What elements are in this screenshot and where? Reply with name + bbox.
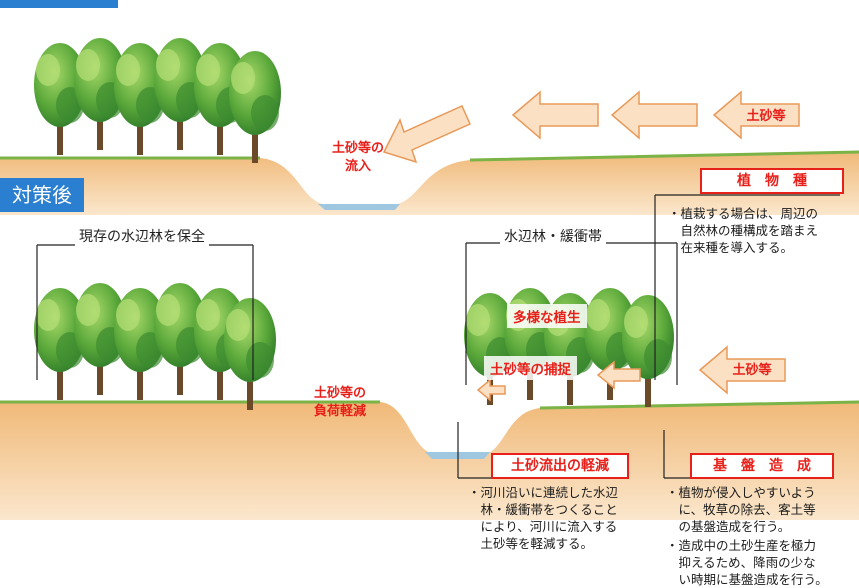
foundation-note-1: ・植物が侵入しやすいよう に、牧草の除去、客土等 の基盤造成を行う。 bbox=[666, 485, 816, 534]
before-tag-fragment bbox=[0, 0, 118, 8]
plant-species-box: 植 物 種 bbox=[700, 168, 844, 194]
top-tree-group bbox=[34, 38, 281, 163]
preserve-label: 現存の水辺林を保全 bbox=[75, 226, 209, 246]
buffer-label: 水辺林・緩衝帯 bbox=[500, 226, 606, 246]
diverse-vegetation-label: 多様な植生 bbox=[507, 304, 587, 328]
foundation-box: 基 盤 造 成 bbox=[690, 453, 834, 479]
after-tag: 対策後 bbox=[0, 178, 84, 212]
load-reduction-label: 土砂等の 負荷軽減 bbox=[313, 386, 366, 419]
sediment-arrow-right bbox=[698, 345, 786, 395]
sediment-label-top: 土砂等 bbox=[746, 109, 786, 124]
sediment-capture-label: 土砂等の捕捉 bbox=[484, 356, 577, 380]
plant-species-note: ・植栽する場合は、周辺の 自然林の種構成を踏まえ 在来種を導入する。 bbox=[668, 206, 819, 255]
top-ground bbox=[0, 150, 859, 215]
sediment-label-right: 土砂等 bbox=[732, 363, 772, 378]
bottom-ground bbox=[0, 400, 859, 520]
capture-arrows bbox=[476, 360, 641, 402]
outflow-reduction-box: 土砂流出の軽減 bbox=[491, 453, 629, 479]
inflow-label: 土砂等の 流入 bbox=[331, 141, 384, 174]
bottom-tree-group-left bbox=[34, 283, 276, 410]
inflow-arrows bbox=[382, 90, 800, 164]
foundation-note-2: ・造成中の土砂生産を極力 抑えるため、降雨の少な い時期に基盤造成を行う。 bbox=[666, 538, 828, 587]
outflow-reduction-note: ・河川沿いに連続した水辺 林・緩衝帯をつくること により、河川に流入する 土砂等… bbox=[468, 485, 619, 551]
